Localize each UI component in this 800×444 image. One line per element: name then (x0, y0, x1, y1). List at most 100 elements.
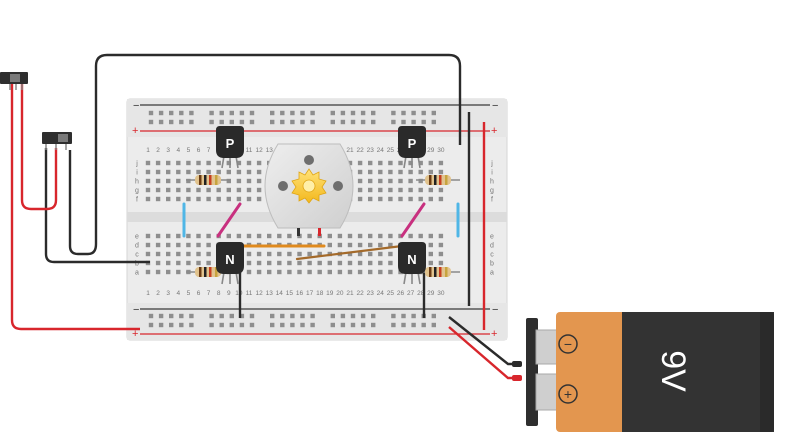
breadboard-hole[interactable] (438, 233, 444, 239)
breadboard-hole[interactable] (391, 313, 396, 319)
breadboard-hole[interactable] (246, 187, 252, 193)
breadboard-hole[interactable] (270, 322, 275, 328)
breadboard-hole[interactable] (249, 322, 255, 328)
breadboard-hole[interactable] (219, 313, 224, 319)
breadboard-hole[interactable] (209, 119, 214, 125)
breadboard-hole[interactable] (216, 160, 221, 166)
breadboard-hole[interactable] (246, 178, 252, 184)
breadboard-hole[interactable] (219, 322, 224, 328)
breadboard-hole[interactable] (239, 119, 245, 125)
breadboard-hole[interactable] (186, 178, 191, 184)
breadboard-hole[interactable] (307, 260, 312, 266)
breadboard-hole[interactable] (270, 110, 275, 116)
breadboard-hole[interactable] (391, 110, 396, 116)
breadboard-hole[interactable] (246, 169, 252, 175)
transistor-q1[interactable]: P (216, 126, 244, 169)
breadboard-hole[interactable] (340, 110, 346, 116)
breadboard-hole[interactable] (411, 110, 416, 116)
breadboard-hole[interactable] (388, 196, 393, 202)
breadboard-hole[interactable] (148, 119, 154, 125)
breadboard-hole[interactable] (158, 313, 164, 319)
breadboard-hole[interactable] (155, 269, 161, 275)
breadboard-hole[interactable] (169, 119, 174, 125)
breadboard-hole[interactable] (337, 260, 343, 266)
breadboard-hole[interactable] (246, 251, 252, 257)
breadboard-hole[interactable] (408, 196, 413, 202)
breadboard-hole[interactable] (287, 251, 292, 257)
breadboard-hole[interactable] (236, 169, 242, 175)
breadboard-hole[interactable] (418, 233, 423, 239)
breadboard-hole[interactable] (357, 233, 363, 239)
breadboard-hole[interactable] (145, 233, 151, 239)
breadboard-hole[interactable] (196, 251, 201, 257)
breadboard-hole[interactable] (219, 119, 224, 125)
breadboard-hole[interactable] (196, 160, 201, 166)
breadboard-hole[interactable] (310, 110, 315, 116)
breadboard-hole[interactable] (206, 169, 211, 175)
breadboard-hole[interactable] (209, 110, 214, 116)
breadboard-hole[interactable] (176, 251, 181, 257)
breadboard-hole[interactable] (169, 110, 174, 116)
breadboard-hole[interactable] (388, 187, 393, 193)
breadboard-hole[interactable] (206, 160, 211, 166)
breadboard-hole[interactable] (226, 233, 231, 239)
breadboard-hole[interactable] (438, 160, 444, 166)
breadboard-hole[interactable] (368, 242, 373, 248)
transistor-q3[interactable]: N (216, 242, 244, 285)
breadboard-hole[interactable] (347, 233, 353, 239)
breadboard-hole[interactable] (246, 160, 252, 166)
breadboard-hole[interactable] (166, 269, 171, 275)
breadboard-hole[interactable] (206, 242, 211, 248)
breadboard-hole[interactable] (216, 187, 221, 193)
breadboard-hole[interactable] (378, 178, 383, 184)
breadboard-hole[interactable] (256, 260, 262, 266)
breadboard-hole[interactable] (246, 196, 252, 202)
breadboard-hole[interactable] (428, 187, 433, 193)
breadboard-hole[interactable] (340, 313, 346, 319)
breadboard-hole[interactable] (226, 169, 231, 175)
breadboard-hole[interactable] (408, 169, 413, 175)
breadboard-hole[interactable] (246, 233, 252, 239)
breadboard-hole[interactable] (357, 178, 363, 184)
breadboard-hole[interactable] (307, 233, 312, 239)
breadboard-hole[interactable] (186, 233, 191, 239)
breadboard-hole[interactable] (270, 119, 275, 125)
breadboard-hole[interactable] (196, 169, 201, 175)
breadboard-hole[interactable] (368, 269, 373, 275)
breadboard-hole[interactable] (280, 110, 285, 116)
breadboard-hole[interactable] (337, 242, 343, 248)
breadboard-hole[interactable] (438, 187, 444, 193)
breadboard-hole[interactable] (418, 187, 423, 193)
breadboard-hole[interactable] (357, 269, 363, 275)
breadboard-hole[interactable] (350, 322, 356, 328)
breadboard-hole[interactable] (300, 313, 305, 319)
breadboard-hole[interactable] (145, 187, 151, 193)
breadboard-hole[interactable] (357, 187, 363, 193)
battery-9v[interactable]: − + 9V (526, 312, 774, 432)
breadboard-hole[interactable] (388, 233, 393, 239)
breadboard-hole[interactable] (368, 187, 373, 193)
breadboard-hole[interactable] (411, 313, 416, 319)
breadboard-hole[interactable] (350, 313, 356, 319)
breadboard-hole[interactable] (371, 110, 376, 116)
breadboard-hole[interactable] (337, 269, 343, 275)
breadboard-hole[interactable] (401, 322, 406, 328)
breadboard-hole[interactable] (280, 313, 285, 319)
breadboard-hole[interactable] (330, 110, 335, 116)
breadboard-hole[interactable] (239, 110, 245, 116)
breadboard-hole[interactable] (186, 260, 191, 266)
breadboard-hole[interactable] (186, 251, 191, 257)
breadboard-hole[interactable] (357, 196, 363, 202)
breadboard-hole[interactable] (145, 251, 151, 257)
breadboard-hole[interactable] (357, 242, 363, 248)
breadboard-hole[interactable] (368, 260, 373, 266)
dc-motor[interactable] (264, 143, 354, 236)
breadboard-hole[interactable] (219, 110, 224, 116)
breadboard-hole[interactable] (176, 269, 181, 275)
breadboard-hole[interactable] (166, 160, 171, 166)
breadboard-hole[interactable] (206, 187, 211, 193)
breadboard-hole[interactable] (145, 169, 151, 175)
breadboard-hole[interactable] (196, 260, 201, 266)
wire-black-left-switch[interactable] (44, 148, 150, 264)
breadboard-hole[interactable] (368, 196, 373, 202)
